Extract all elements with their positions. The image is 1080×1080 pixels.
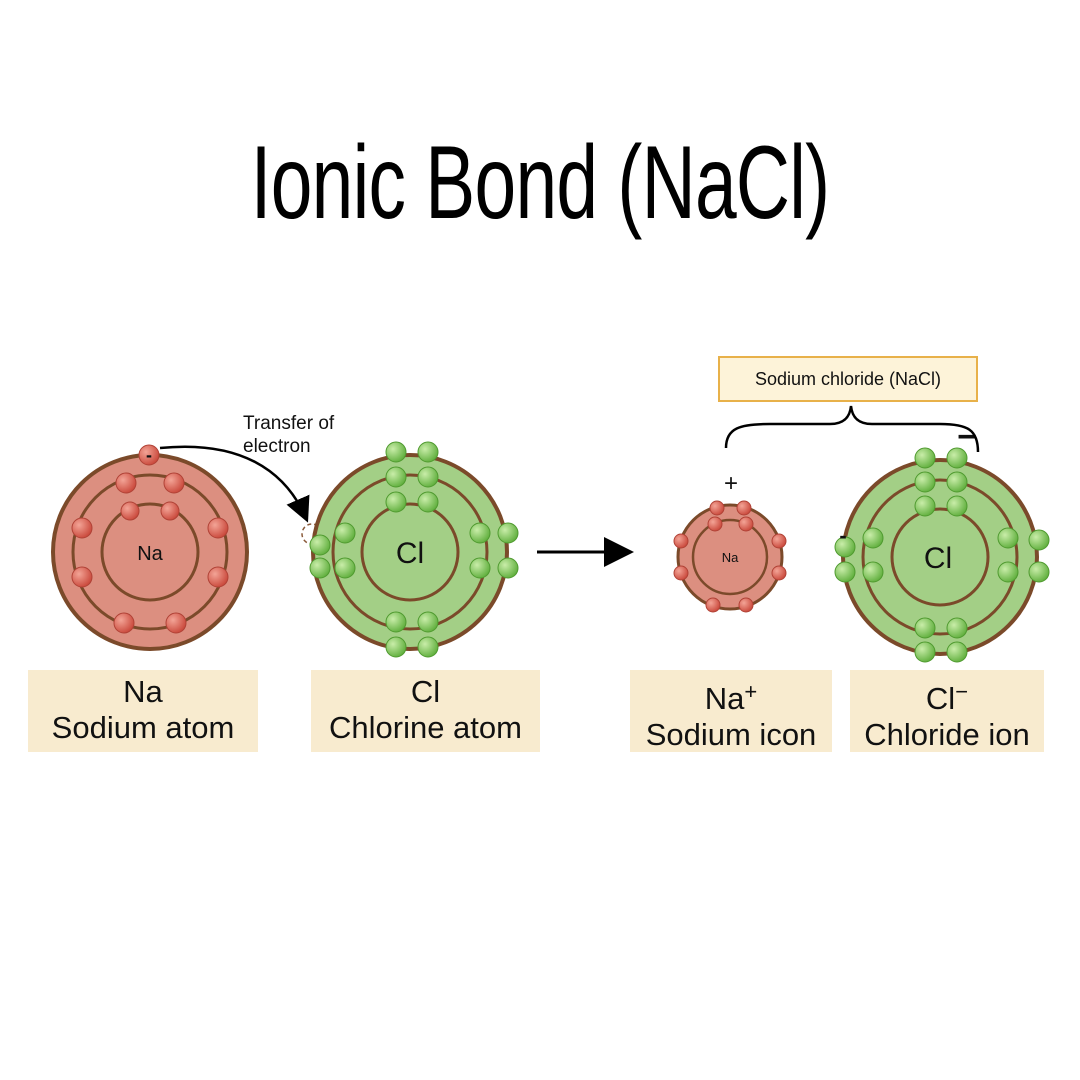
caption-sodium-ion-name: Sodium icon bbox=[645, 717, 817, 752]
compound-brace bbox=[724, 405, 980, 453]
caption-sodium-atom: Na Sodium atom bbox=[28, 670, 258, 752]
chloride-ion-symbol: Cl bbox=[924, 542, 952, 575]
transfer-arrow bbox=[159, 445, 310, 523]
caption-sodium-ion: Na+ Sodium icon bbox=[630, 670, 832, 752]
gained-electron-sign: - bbox=[839, 523, 846, 548]
transfer-label-line1: Transfer of bbox=[243, 413, 335, 434]
sodium-atom: Na - bbox=[51, 444, 249, 651]
caption-chlorine-atom-symbol: Cl bbox=[410, 674, 441, 709]
sodium-ion-electrons bbox=[673, 500, 787, 613]
caption-sodium-ion-symbol: Na bbox=[704, 681, 745, 716]
transferring-electron bbox=[138, 444, 160, 466]
caption-chlorine-atom: Cl Chlorine atom bbox=[311, 670, 540, 752]
caption-chloride-ion-symbol: Cl bbox=[925, 681, 956, 716]
caption-chloride-ion-name: Chloride ion bbox=[864, 717, 1030, 752]
transfer-label: Transfer of electron bbox=[243, 412, 334, 458]
chloride-ion: Cl - − bbox=[834, 418, 1050, 663]
chlorine-atom: Cl bbox=[309, 441, 519, 658]
caption-sodium-atom-symbol: Na bbox=[123, 674, 163, 709]
chlorine-atom-symbol: Cl bbox=[396, 537, 424, 570]
caption-chloride-ion: Cl− Chloride ion bbox=[850, 670, 1044, 752]
transfer-label-line2: electron bbox=[243, 436, 311, 457]
caption-sodium-ion-charge: + bbox=[744, 679, 758, 704]
chlorine-atom-electrons bbox=[309, 441, 519, 658]
sodium-ion-charge: + bbox=[724, 470, 738, 497]
chloride-ion-electrons bbox=[834, 447, 1050, 663]
sodium-ion: Na + bbox=[673, 470, 787, 613]
sodium-atom-symbol: Na bbox=[137, 543, 163, 565]
caption-sodium-atom-name: Sodium atom bbox=[51, 710, 235, 745]
sodium-ion-symbol: Na bbox=[722, 550, 739, 565]
caption-chlorine-atom-name: Chlorine atom bbox=[329, 710, 522, 745]
sodium-atom-electrons bbox=[71, 472, 229, 634]
page-title: Ionic Bond (NaCl) bbox=[250, 125, 830, 241]
transferring-electron-sign: - bbox=[146, 445, 152, 465]
compound-label: Sodium chloride (NaCl) bbox=[718, 356, 978, 402]
caption-chloride-ion-charge: − bbox=[955, 679, 969, 704]
